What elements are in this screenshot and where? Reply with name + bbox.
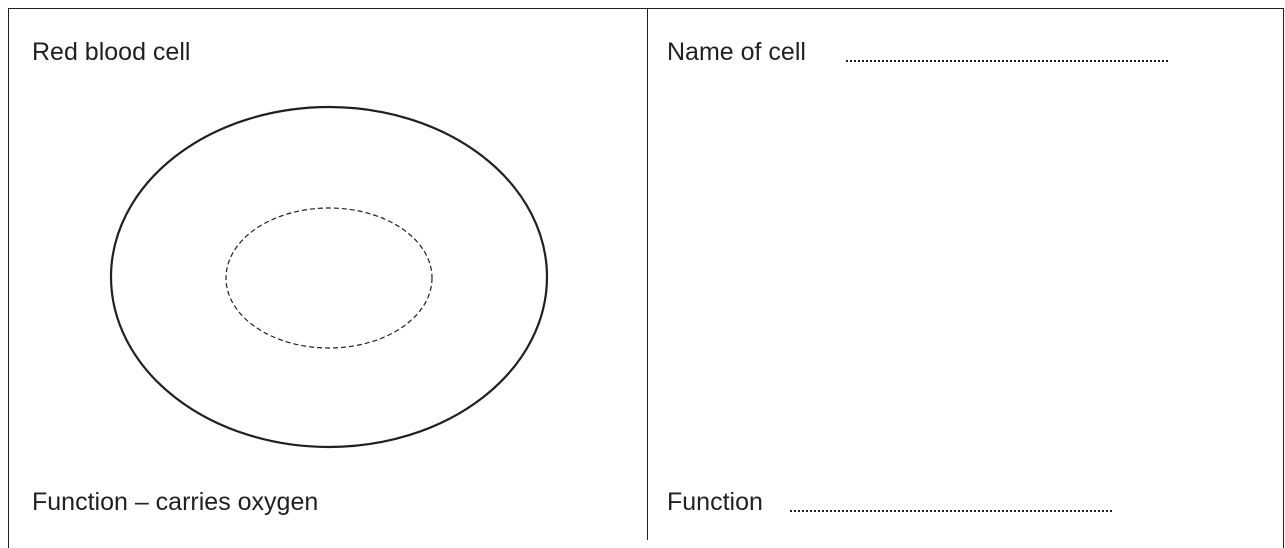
cell-function-text: Function – carries oxygen [32, 488, 319, 516]
function-answer-line[interactable] [790, 510, 1112, 512]
name-of-cell-answer-line[interactable] [846, 60, 1168, 62]
function-label: Function [667, 488, 763, 516]
cell-title: Red blood cell [32, 38, 191, 66]
name-of-cell-label: Name of cell [667, 38, 806, 66]
column-divider [647, 8, 648, 540]
table-border [8, 8, 1284, 548]
